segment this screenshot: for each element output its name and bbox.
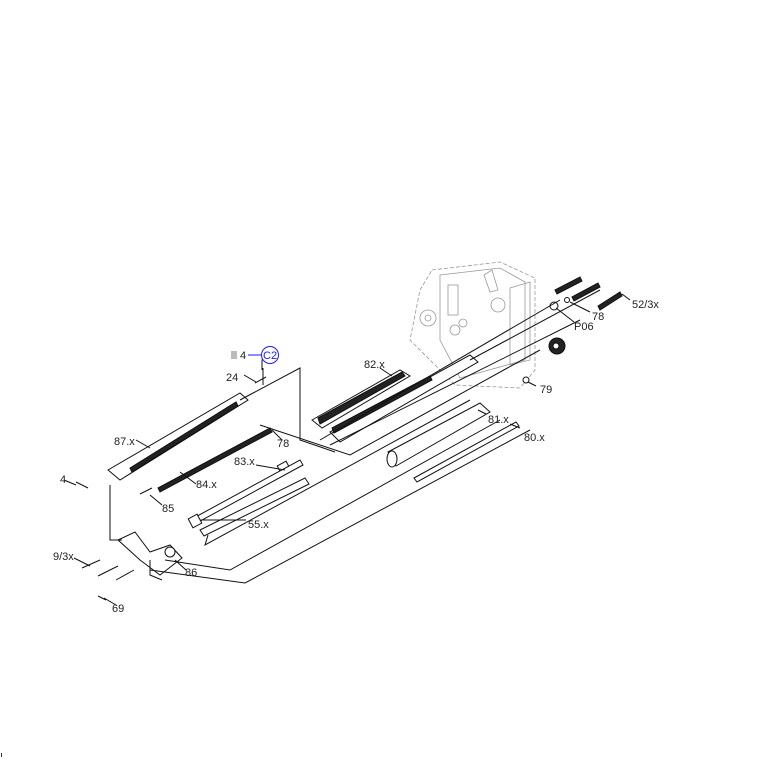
shaft-83 <box>187 459 310 537</box>
label-24: 24 <box>226 372 238 384</box>
page-icon <box>231 351 237 359</box>
label-84x: 84.x <box>196 479 217 491</box>
screws-left <box>75 376 267 601</box>
rod-80 <box>413 421 520 483</box>
label-78-right: 78 <box>592 311 604 323</box>
callout-ref-label: 4 <box>240 350 246 362</box>
side-plate-87 <box>107 392 249 481</box>
callout-circle-label[interactable]: C2 <box>263 350 277 362</box>
spring-84 <box>157 427 273 493</box>
printer-frame <box>409 261 536 389</box>
label-79: 79 <box>540 384 552 396</box>
assembly-lines <box>109 289 601 584</box>
label-82x: 82.x <box>364 359 385 371</box>
label-87x: 87.x <box>114 436 135 448</box>
screw-set-52 <box>522 276 623 384</box>
label-52-3x: 52/3x <box>632 299 659 311</box>
roller-81 <box>386 402 491 468</box>
roller-82 <box>311 354 479 443</box>
label-9-3x: 9/3x <box>53 551 74 563</box>
label-78-left: 78 <box>277 438 289 450</box>
bracket-86 <box>117 531 183 581</box>
label-P06: P06 <box>574 321 594 333</box>
label-80x: 80.x <box>524 432 545 444</box>
label-81x: 81.x <box>488 414 509 426</box>
label-4: 4 <box>60 474 66 486</box>
label-69: 69 <box>112 603 124 615</box>
corner-mark <box>1 753 2 757</box>
leader-lines <box>63 293 631 606</box>
label-86: 86 <box>185 567 197 579</box>
callout-c2[interactable]: 4 C2 <box>231 346 279 364</box>
label-83x: 83.x <box>234 456 255 468</box>
label-85: 85 <box>162 503 174 515</box>
label-55x: 55.x <box>248 519 269 531</box>
